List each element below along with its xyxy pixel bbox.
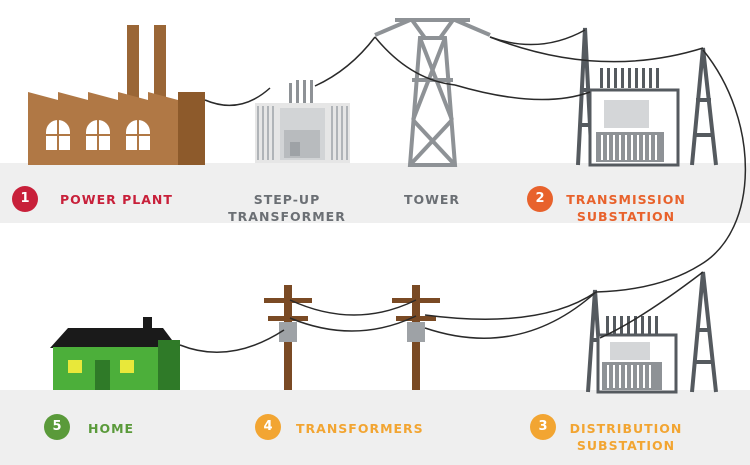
power-plant-illustration [28,25,205,165]
transmission-label-line-2: SUBSTATION [576,209,676,224]
distribution-substation-illustration [586,271,718,394]
transmission-substation-illustration [576,27,718,167]
home-label: HOME [88,421,135,436]
top-ground-band [0,163,750,223]
step-number-2-badge: 2 [527,186,553,212]
step-up-label-line-2: TRANSFORMER [228,209,346,224]
transmission-substation-label: TRANSMISSION SUBSTATION [563,191,689,225]
utility-pole-left [264,285,312,390]
step-up-transformer-label: STEP-UP TRANSFORMER [222,191,352,225]
bottom-ground-band [0,390,750,465]
step-number-5-badge: 5 [44,414,70,440]
distribution-substation-label: DISTRIBUTION SUBSTATION [566,420,686,454]
home-illustration [50,317,180,390]
distribution-label-line-1: DISTRIBUTION [569,421,683,436]
step-up-label-line-1: STEP-UP [253,192,321,207]
step-number-4-badge: 4 [255,414,281,440]
step-number-3-badge: 3 [530,414,556,440]
tower-label: TOWER [403,192,461,207]
step-up-transformer-illustration [255,80,350,163]
distribution-label-line-2: SUBSTATION [576,438,676,453]
transmission-tower-illustration [374,18,491,167]
step-number-1-badge: 1 [12,186,38,212]
transformers-label: TRANSFORMERS [296,421,424,436]
power-plant-label: POWER PLANT [60,192,173,207]
power-lines [179,29,747,354]
transmission-label-line-1: TRANSMISSION [566,192,686,207]
